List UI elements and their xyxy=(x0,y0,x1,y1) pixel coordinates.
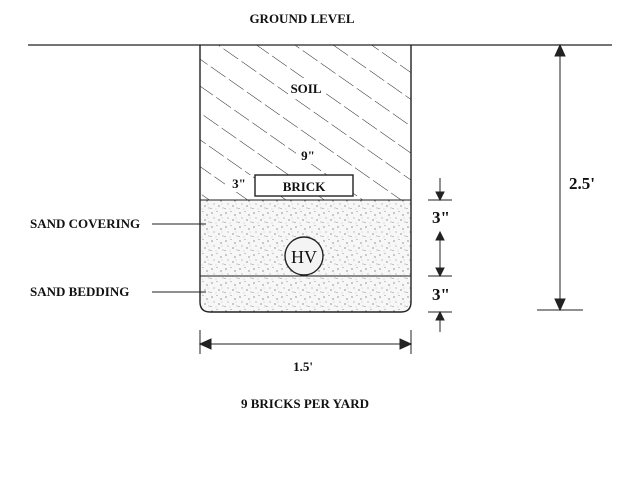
trench-outline xyxy=(199,45,412,313)
layer-depth-dimensions xyxy=(428,178,452,332)
covering-depth-label: 3" xyxy=(432,208,450,227)
soil-region xyxy=(200,45,411,200)
brick-offset-label: 3" xyxy=(232,176,246,191)
trench-width-label: 1.5' xyxy=(293,359,313,374)
brick-width-label: 9" xyxy=(301,148,315,163)
total-depth-label: 2.5' xyxy=(569,174,595,193)
hv-cable xyxy=(284,236,324,276)
ground-level-label: GROUND LEVEL xyxy=(249,11,354,26)
soil-label: SOIL xyxy=(290,81,321,96)
trench-width-dimension xyxy=(198,330,413,354)
sand-covering-label: SAND COVERING xyxy=(30,216,140,231)
brick-label: BRICK xyxy=(283,179,327,194)
bedding-depth-label: 3" xyxy=(432,285,450,304)
sand-bedding-region xyxy=(200,276,411,312)
total-depth-dimension xyxy=(537,43,583,312)
brick xyxy=(254,174,354,197)
hv-cable-label: HV xyxy=(291,247,317,267)
footer-note: 9 BRICKS PER YARD xyxy=(241,396,369,411)
sand-bedding-label: SAND BEDDING xyxy=(30,284,129,299)
